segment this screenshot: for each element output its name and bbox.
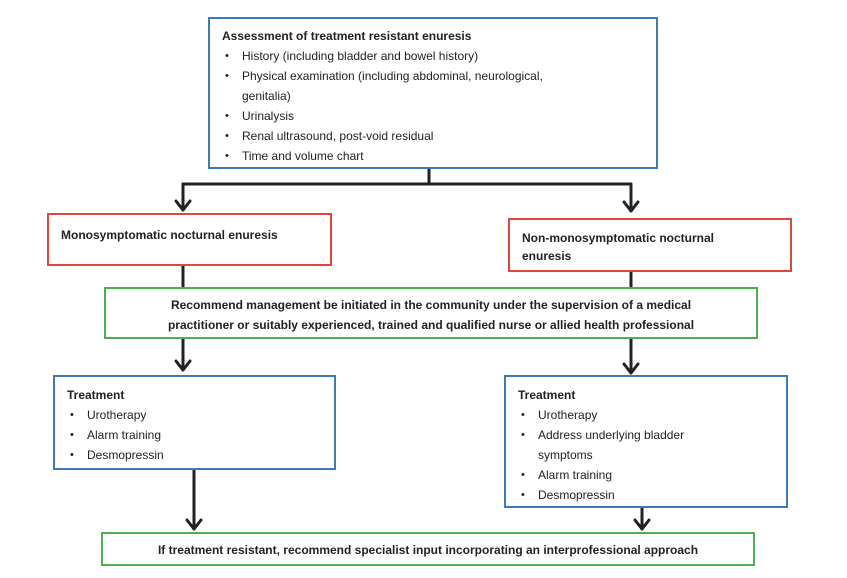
treatment-title-right: Treatment (518, 388, 576, 402)
community-management-line-1: Recommend management be initiated in the… (170, 298, 692, 312)
treatment-box-monosymptomatic: Treatment Urotherapy Alarm training Desm… (53, 375, 336, 470)
monosymptomatic-title: Monosymptomatic nocturnal enuresis (61, 228, 278, 242)
specialist-input-box: If treatment resistant, recommend specia… (101, 532, 755, 566)
arrowhead-to-right-treatment (622, 362, 640, 375)
assessment-list: History (including bladder and bowel his… (222, 46, 552, 166)
assessment-title: Assessment of treatment resistant enures… (222, 29, 472, 43)
list-item: Urotherapy (67, 405, 324, 425)
monosymptomatic-box: Monosymptomatic nocturnal enuresis (47, 213, 332, 266)
treatment-box-non-monosymptomatic: Treatment Urotherapy Address underlying … (504, 375, 788, 508)
list-item: Physical examination (including abdomina… (222, 66, 552, 106)
list-item: Time and volume chart (222, 146, 552, 166)
list-item: Renal ultrasound, post-void residual (222, 126, 552, 146)
list-item: Urinalysis (222, 106, 552, 126)
list-item: History (including bladder and bowel his… (222, 46, 552, 66)
arrowhead-to-specialist-left (185, 518, 203, 531)
list-item: Desmopressin (67, 445, 324, 465)
arrowhead-to-left-treatment (174, 359, 192, 372)
list-item: Desmopressin (518, 485, 703, 505)
treatment-list-left: Urotherapy Alarm training Desmopressin (67, 405, 324, 465)
community-management-box: Recommend management be initiated in the… (104, 287, 758, 339)
non-monosymptomatic-title: Non-monosymptomatic nocturnal enuresis (522, 231, 715, 263)
list-item: Address underlying bladder symptoms (518, 425, 703, 465)
arrowhead-to-mono (174, 199, 192, 212)
community-management-line-2: practitioner or suitably experienced, tr… (167, 318, 695, 332)
non-monosymptomatic-box: Non-monosymptomatic nocturnal enuresis (508, 218, 792, 272)
treatment-list-right: Urotherapy Address underlying bladder sy… (518, 405, 703, 505)
list-item: Alarm training (518, 465, 703, 485)
list-item: Urotherapy (518, 405, 703, 425)
assessment-box: Assessment of treatment resistant enures… (208, 17, 658, 169)
arrowhead-to-nonmono (622, 200, 640, 213)
treatment-title-left: Treatment (67, 388, 125, 402)
specialist-input-text: If treatment resistant, recommend specia… (157, 543, 699, 557)
arrowhead-to-specialist-right (633, 518, 651, 531)
list-item: Alarm training (67, 425, 324, 445)
